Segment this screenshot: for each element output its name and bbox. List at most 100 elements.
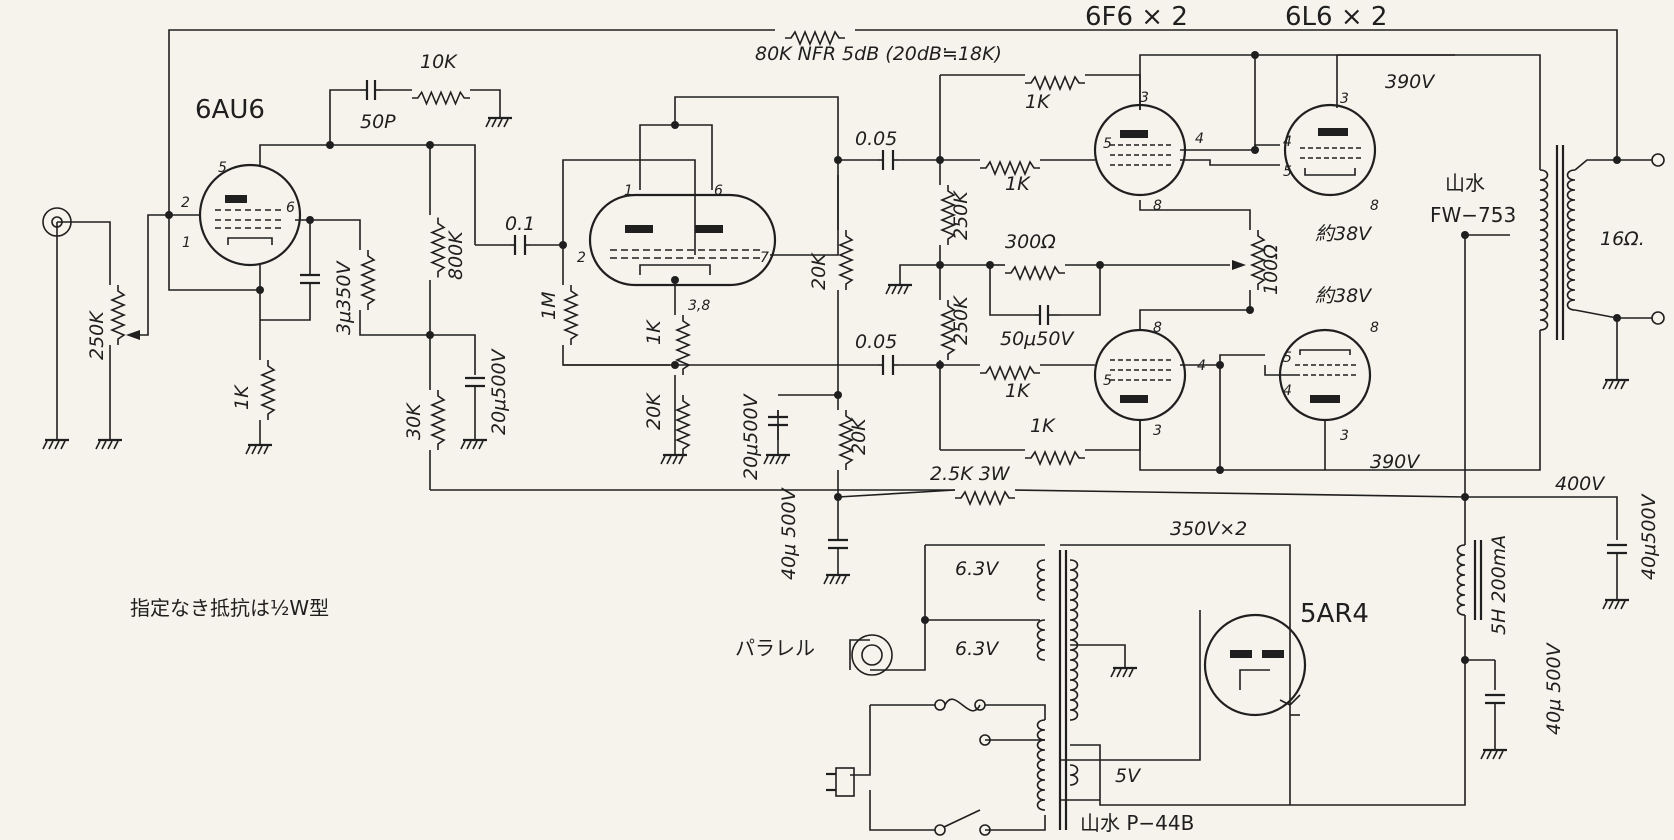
cap-40u-a — [828, 538, 848, 560]
svg-text:10K: 10K — [420, 51, 458, 73]
note: 指定なき抵抗は½W型 — [130, 596, 329, 620]
svg-text:250K: 250K — [86, 310, 108, 360]
tube-6au6 — [198, 163, 302, 267]
svg-text:3,8: 3,8 — [688, 298, 710, 314]
svg-text:1K: 1K — [1005, 173, 1031, 195]
resistor-20k-pi — [676, 394, 690, 456]
svg-text:4: 4 — [1283, 134, 1292, 150]
svg-text:5V: 5V — [1115, 765, 1142, 787]
svg-text:16Ω.: 16Ω. — [1600, 228, 1645, 250]
svg-text:20μ500V: 20μ500V — [740, 392, 762, 480]
svg-text:250K: 250K — [950, 295, 972, 345]
tube-label-5ar4: 5AR4 — [1300, 599, 1369, 629]
power-transformer — [1036, 550, 1079, 830]
svg-text:390V: 390V — [1370, 451, 1421, 473]
resistor-2-5k — [954, 491, 1016, 505]
svg-text:6.3V: 6.3V — [955, 638, 1000, 660]
resistor-1k-top — [1024, 76, 1086, 90]
resistor-1k-bot — [1024, 451, 1086, 465]
svg-text:3: 3 — [1153, 423, 1162, 439]
tube-label-6au6: 6AU6 — [195, 95, 265, 125]
resistor-30k — [431, 389, 445, 451]
parallel-label: パラレル — [735, 636, 815, 660]
svg-text:4: 4 — [1283, 383, 1292, 399]
svg-text:20K: 20K — [808, 252, 830, 290]
svg-text:6: 6 — [286, 200, 295, 216]
cap-50u — [1035, 305, 1060, 325]
cap-0-1 — [510, 235, 530, 255]
svg-text:1K: 1K — [643, 319, 665, 345]
pt-label: 山水 P−44B — [1080, 811, 1194, 835]
cap-20u-b — [768, 410, 788, 440]
svg-text:3μ350V: 3μ350V — [333, 260, 355, 335]
svg-text:8: 8 — [1153, 198, 1162, 214]
svg-text:20K: 20K — [643, 392, 665, 430]
svg-text:5: 5 — [1283, 164, 1292, 180]
resistor-10k — [411, 91, 471, 105]
tube-label-6f6: 6F6 × 2 — [1085, 2, 1188, 32]
wiring — [56, 29, 1652, 831]
grounds — [41, 116, 1631, 761]
svg-text:20μ500V: 20μ500V — [488, 347, 510, 435]
ot-model: FW−753 — [1430, 203, 1516, 227]
resistor-1m — [564, 284, 578, 346]
svg-text:1: 1 — [182, 235, 191, 251]
svg-text:20K: 20K — [848, 417, 870, 455]
resistors — [111, 30, 1265, 505]
capacitors — [300, 80, 1627, 715]
choke — [1456, 540, 1483, 620]
nfb-label: 80K NFR 5dB (20dB≒18K) — [755, 43, 1002, 65]
svg-text:2.5K 3W: 2.5K 3W — [930, 463, 1011, 485]
svg-text:350V×2: 350V×2 — [1170, 518, 1247, 540]
svg-text:1M: 1M — [538, 292, 560, 320]
svg-text:5H 200mA: 5H 200mA — [1488, 535, 1510, 635]
output-transformer — [1539, 145, 1576, 340]
svg-text:8: 8 — [1370, 320, 1379, 336]
svg-text:6: 6 — [714, 183, 723, 199]
resistor-300 — [1004, 266, 1066, 280]
input-jack — [42, 207, 72, 237]
svg-text:250K: 250K — [950, 190, 972, 240]
cap-0-05-b — [878, 355, 898, 375]
svg-text:5: 5 — [1103, 373, 1112, 389]
tube-6f6-upper — [1093, 103, 1187, 197]
svg-text:50P: 50P — [360, 111, 396, 133]
cap-40u-b — [1607, 543, 1627, 560]
svg-text:3: 3 — [1140, 90, 1149, 106]
resistor-1k-g2 — [979, 366, 1041, 380]
svg-text:40μ500V: 40μ500V — [1638, 492, 1660, 580]
svg-text:1K: 1K — [1030, 415, 1056, 437]
svg-text:2: 2 — [181, 195, 190, 211]
svg-text:5: 5 — [218, 160, 227, 176]
resistor-800k — [431, 216, 445, 279]
svg-text:1: 1 — [624, 183, 633, 199]
svg-text:5: 5 — [1283, 350, 1292, 366]
cap-50p — [360, 80, 382, 100]
tube-label-6l6: 6L6 × 2 — [1285, 2, 1387, 32]
pot-250k — [111, 284, 125, 346]
svg-text:40μ 500V: 40μ 500V — [1543, 641, 1565, 735]
svg-text:1K: 1K — [1025, 91, 1051, 113]
pot-wipers — [126, 260, 1246, 340]
svg-text:3: 3 — [1340, 91, 1349, 107]
cap-20u-a — [465, 376, 485, 395]
svg-text:390V: 390V — [1385, 71, 1436, 93]
svg-text:30K: 30K — [403, 402, 425, 440]
svg-text:5: 5 — [1103, 136, 1112, 152]
tube-6l6-lower — [1278, 328, 1372, 422]
svg-text:約38V: 約38V — [1315, 285, 1373, 307]
svg-text:8: 8 — [1153, 320, 1162, 336]
speaker-terminals — [1651, 153, 1665, 325]
tube-6f6-lower — [1093, 328, 1187, 422]
ot-brand: 山水 — [1445, 171, 1485, 195]
svg-text:400V: 400V — [1555, 473, 1606, 495]
resistor-20k-load — [839, 229, 853, 291]
svg-text:0.05: 0.05 — [855, 128, 897, 150]
svg-text:50μ50V: 50μ50V — [1000, 328, 1075, 350]
cap-3u — [300, 270, 320, 290]
cap-0-05-a — [878, 150, 898, 170]
junctions — [165, 51, 1621, 664]
tube-phase-inverter — [588, 193, 777, 287]
svg-text:1K: 1K — [1005, 380, 1031, 402]
